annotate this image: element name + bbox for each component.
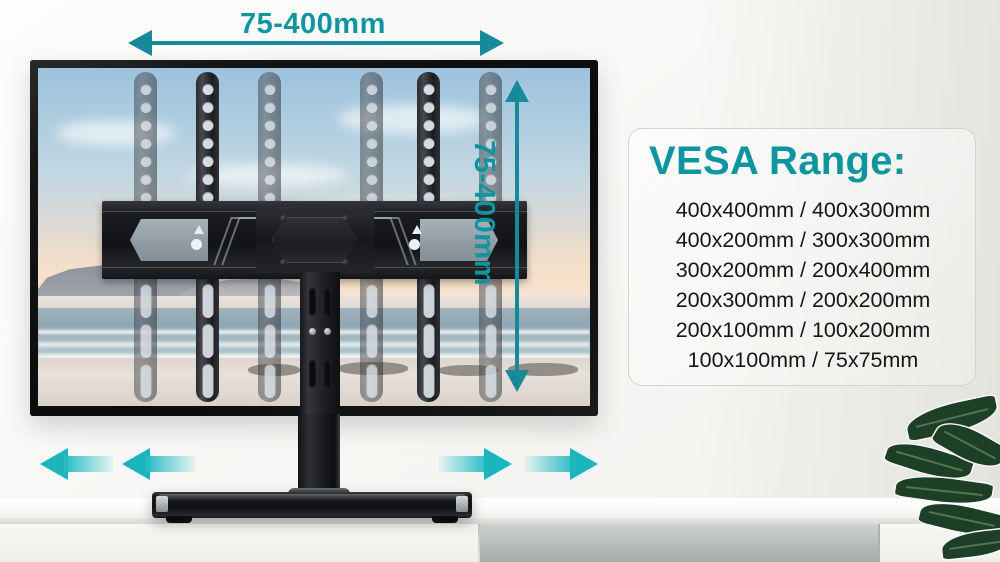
vesa-panel-title: VESA Range: [649, 139, 907, 183]
console-seam-right [878, 524, 880, 562]
console-seam-left [478, 524, 480, 562]
console-top-surface [0, 498, 1000, 520]
vesa-size-row: 300x200mm / 200x400mm [675, 258, 931, 282]
top-arrow-left-head [128, 30, 152, 56]
stand-upper-bracket [300, 272, 340, 418]
swivel-arrow-left-outer [40, 448, 114, 480]
side-arrow-down-head [505, 370, 529, 392]
vesa-size-row: 100x100mm / 75x75mm [687, 348, 919, 372]
crossbar-up-arrow-left [194, 225, 204, 234]
swivel-arrow-left-inner [122, 448, 196, 480]
crossbar-up-arrow-right [412, 225, 422, 234]
swivel-arrow-right-outer [524, 448, 598, 480]
crossbar-dot-left [191, 239, 202, 250]
tv-console [0, 498, 1000, 562]
vesa-size-row: 200x100mm / 100x200mm [675, 318, 931, 342]
console-front-edge [0, 518, 1000, 525]
crossbar-cutout-right [420, 219, 498, 261]
crossbar-hex-plate [255, 207, 374, 273]
top-dimension-line [148, 41, 486, 45]
vesa-size-row: 400x200mm / 300x300mm [675, 228, 931, 252]
stand-pole [298, 414, 340, 498]
vesa-size-row: 200x300mm / 200x200mm [675, 288, 931, 312]
stand-base [152, 492, 472, 523]
house-plant [880, 392, 1000, 562]
top-arrow-right-head [480, 30, 504, 56]
mount-crossbar [102, 201, 527, 279]
side-dimension-line [515, 100, 519, 372]
vesa-size-row: 400x400mm / 400x300mm [675, 198, 931, 222]
console-center-panel [480, 524, 880, 562]
vesa-range-panel: VESA Range: 400x400mm / 400x300mm 400x20… [628, 128, 976, 386]
side-dimension-label: 75-400mm [468, 140, 500, 286]
vesa-size-list: 400x400mm / 400x300mm 400x200mm / 300x30… [642, 195, 964, 375]
swivel-arrow-right-inner [438, 448, 512, 480]
side-arrow-up-head [505, 80, 529, 102]
crossbar-dot-right [409, 239, 420, 250]
vesa-wall-mount [38, 68, 590, 406]
top-dimension-label: 75-400mm [240, 8, 386, 40]
